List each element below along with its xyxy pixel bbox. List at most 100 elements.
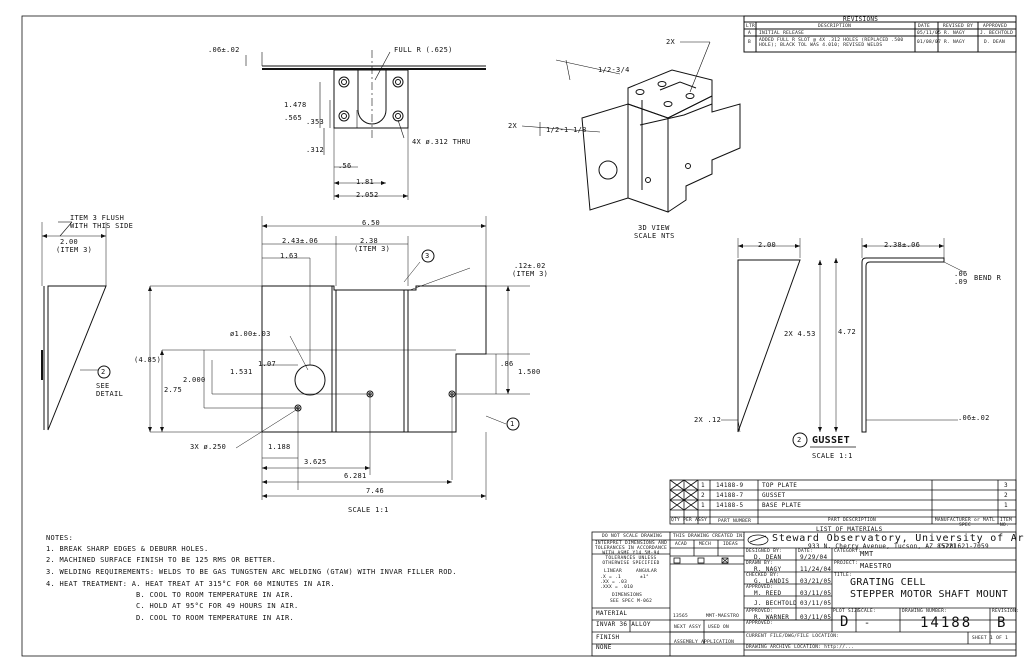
dim-243: 2.43±.06 <box>282 237 319 245</box>
tb-current-file: CURRENT FILE/DWG/FILE LOCATION: <box>746 634 840 639</box>
tb-drawing-number: 14188 <box>920 615 973 631</box>
tb-assy-num: 13565 <box>673 614 689 619</box>
dim-181: 1.81 <box>356 178 375 186</box>
tb-ideas: IDEAS <box>723 542 739 547</box>
tb-approved2: J. BECHTOLD <box>754 600 798 607</box>
tb-approved2-date: 03/11/05 <box>800 600 832 607</box>
tb-do-not-scale: DO NOT SCALE DRAWING <box>602 534 663 539</box>
dim-full-r: FULL R (.625) <box>394 46 453 54</box>
tb-acad: ACAD <box>675 542 688 547</box>
rev-col-date: DATE <box>918 24 931 29</box>
tb-material: INVAR 36 ALLOY <box>596 621 651 628</box>
dim-012: .12±.02 <box>514 262 546 270</box>
tb-scale-label: SCALE: <box>858 609 877 614</box>
tb-used-on: USED ON <box>708 625 730 630</box>
tb-assembly-app: ASSEMBLY APPLICATION <box>674 640 735 645</box>
tb-sheet: SHEET 1 OF 1 <box>972 636 1009 641</box>
tb-created-in: THIS DRAWING CREATED IN: <box>673 534 746 539</box>
tb-spec: SEE SPEC M-062 <box>610 599 653 604</box>
pl-r3-pn: 14188-5 <box>716 502 744 509</box>
note-4b: B. COOL TO ROOM TEMPERATURE IN AIR. <box>136 591 295 599</box>
tb-approved1-label: APPROVED: <box>746 585 774 590</box>
tb-scale: - <box>864 618 871 629</box>
notes-heading: NOTES: <box>46 534 74 542</box>
pl-h-qty: QTY PER ASSY <box>671 518 708 523</box>
dim-1531: 1.531 <box>230 368 253 376</box>
tb-dwgno-label: DRAWING NUMBER: <box>902 609 948 614</box>
tb-title-label: TITLE: <box>834 573 853 578</box>
iso-weld-side: 1/2-1 1/8 <box>546 126 587 134</box>
side-balloon: 2 <box>101 368 106 376</box>
dim-565: .565 <box>284 114 303 122</box>
dim-2000: 2.000 <box>183 376 206 384</box>
pl-h-mfr: MANUFACTURER or MATL SPEC <box>934 518 996 528</box>
rev-b-approved: D. DEAN <box>984 40 1006 45</box>
side-note: ITEM 3 FLUSH WITH THIS SIDE <box>70 214 134 230</box>
tb-checked-by: G. LANDIS <box>754 578 790 585</box>
pl-r2-item: 2 <box>1004 492 1008 499</box>
iso-callout-2x-side: 2X <box>508 122 518 130</box>
tb-designed-by: D. DEAN <box>754 554 782 561</box>
tb-project-label: PROJECT: <box>834 561 859 566</box>
pl-r2-qty: 2 <box>701 492 705 499</box>
note-1: 1. BREAK SHARP EDGES & DEBURR HOLES. <box>46 545 209 553</box>
tb-assy-name: MMT-MAESTRO <box>706 614 740 619</box>
iso-callout-2x-top: 2X <box>666 38 676 46</box>
tb-approved3: R. WARNER <box>754 614 790 621</box>
rev-b-ltr: B <box>748 40 752 45</box>
dim-238-item3: (ITEM 3) <box>354 245 391 253</box>
gusset-balloon: 2 <box>797 436 802 444</box>
rev-col-revised: REVISED BY <box>943 24 974 29</box>
tb-project: MAESTRO <box>860 562 892 570</box>
note-4: 4. HEAT TREATMENT: A. HEAT TREAT AT 315°… <box>46 580 335 588</box>
front-scale: SCALE 1:1 <box>348 506 389 514</box>
tb-revision: B <box>997 615 1006 631</box>
tb-title-1: GRATING CELL <box>850 577 926 588</box>
tb-tolerances: TOLERANCES UNLESS OTHERWISE SPECIFIED <box>602 556 660 566</box>
gusset-dim-453: 2X 4.53 <box>784 330 816 338</box>
gusset-scale: SCALE 1:1 <box>812 452 853 460</box>
tb-finish-label: FINISH <box>596 634 620 641</box>
dim-thickness: .06±.02 <box>208 46 240 54</box>
pl-r1-qty: 1 <box>701 482 705 489</box>
tb-tol-ang: ±1° <box>640 575 650 580</box>
iso-caption: 3D VIEW <box>638 224 670 232</box>
dim-bore: ø1.00±.03 <box>230 330 271 338</box>
gusset-dim-bend: .06 .09 <box>954 270 968 286</box>
gusset-bend-r: BEND R <box>974 274 1002 282</box>
tb-designed-date: 9/29/04 <box>800 554 828 561</box>
note-3: 3. WELDING REQUIREMENTS: WELDS TO BE GAS… <box>46 568 457 576</box>
tb-next-assy: NEXT ASSY <box>674 625 702 630</box>
pl-title: LIST OF MATERIALS <box>816 526 883 533</box>
side-dim-200: 2.00 <box>60 238 79 246</box>
dim-275: 2.75 <box>164 386 183 394</box>
note-4d: D. COOL TO ROOM TEMPERATURE IN AIR. <box>136 614 295 622</box>
dim-2052: 2.052 <box>356 191 379 199</box>
tb-category-label: CATEGORY: <box>834 549 862 554</box>
pl-r3-item: 1 <box>1004 502 1008 509</box>
dim-3x-holes: 3X ø.250 <box>190 443 227 451</box>
dim-6281: 6.281 <box>344 472 367 480</box>
front-balloon-1: 1 <box>510 420 515 428</box>
tb-approved3-date: 03/11/05 <box>800 614 832 621</box>
tb-drawn-by: R. NAGY <box>754 566 782 573</box>
front-balloon-3: 3 <box>425 252 430 260</box>
tb-address: 933 N. Cherry Avenue, Tucson, AZ 85721 <box>808 543 957 550</box>
tb-tol-x: .X = .1 <box>600 575 622 580</box>
tb-approved1-date: 03/11/05 <box>800 590 832 597</box>
tb-tol-xx: .XX = .03 <box>600 580 628 585</box>
tb-approved4-label: APPROVED: <box>746 621 774 626</box>
dim-353: .353 <box>306 118 325 126</box>
dim-1188: 1.188 <box>268 443 291 451</box>
rev-a-desc: INITIAL RELEASE <box>759 31 805 36</box>
tb-drawn-label: DRAWN BY: <box>746 561 774 566</box>
tb-date-label: DATE: <box>798 549 814 554</box>
rev-col-approved: APPROVED <box>983 24 1008 29</box>
gusset-title: GUSSET <box>812 435 850 446</box>
tb-category: MMT <box>860 550 874 558</box>
pl-h-item: ITEM NO. <box>1000 518 1013 528</box>
tb-interpret: INTERPRET DIMENSIONS AND TOLERANCES IN A… <box>594 541 668 556</box>
tb-material-label: MATERIAL <box>596 610 628 617</box>
dim-746: 7.46 <box>366 487 385 495</box>
